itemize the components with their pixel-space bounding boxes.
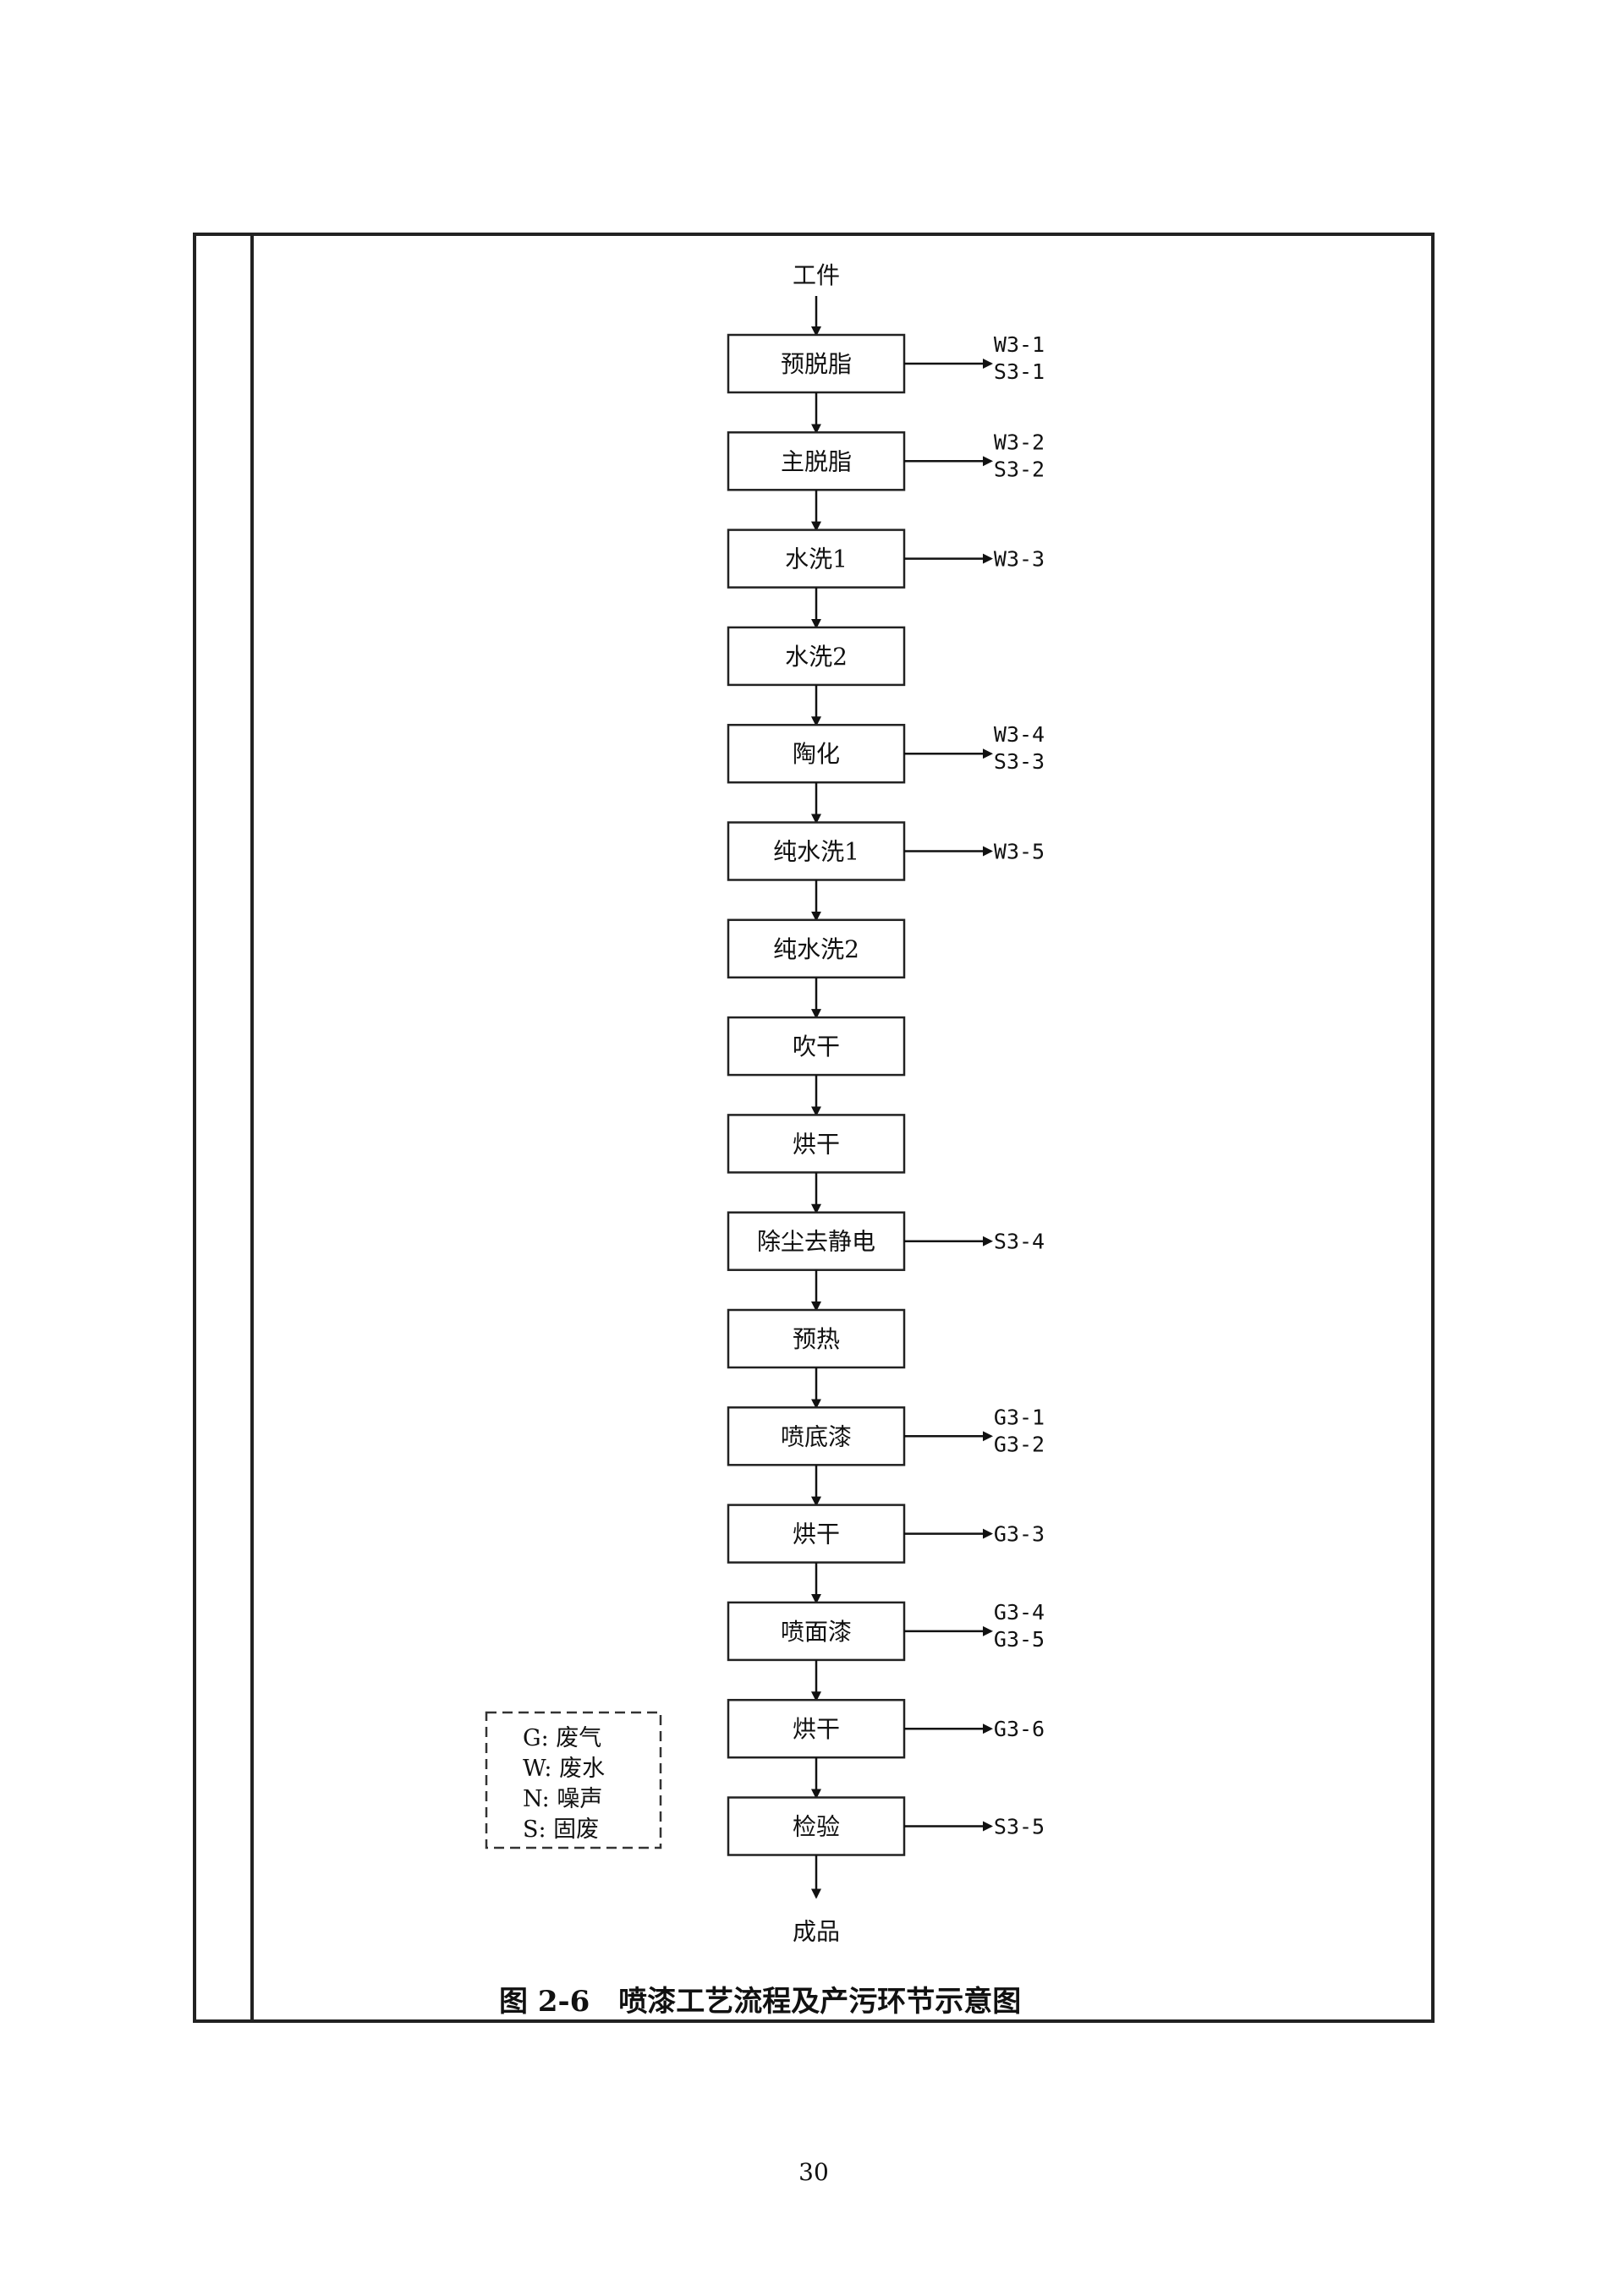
flow-step: 烘干 G3-6 (727, 1698, 1045, 1800)
pollutant-code: S3-3 (994, 749, 1045, 774)
process-step-label: 吹干 (793, 1033, 840, 1060)
figure-caption: 图 2-6 喷漆工艺流程及产污环节示意图 (499, 1985, 1021, 2019)
process-step-box (727, 626, 906, 687)
flow-step: 预脱脂 W3-1S3-1 (727, 332, 1045, 435)
page-number: 30 (798, 2158, 829, 2186)
process-step-label: 主脱脂 (781, 447, 852, 475)
flow-start-label: 工件 (793, 261, 840, 289)
process-step-box (727, 1504, 906, 1564)
legend-item: G: 废气 (523, 1725, 601, 1751)
pollutant-code: S3-5 (994, 1815, 1045, 1839)
pollutant-code: S3-4 (994, 1230, 1045, 1254)
pollutant-code: W3-2 (994, 430, 1045, 454)
flow-step: 喷底漆 G3-1G3-2 (727, 1405, 1045, 1507)
process-step-label: 水洗2 (785, 643, 848, 671)
process-step-label: 陶化 (793, 740, 840, 768)
process-step-label: 预脱脂 (781, 350, 852, 378)
process-step-box (727, 1406, 906, 1466)
flow-step: 检验 S3-5 (727, 1796, 1045, 1856)
process-step-box (727, 1211, 906, 1271)
flow-step: 烘干 (727, 1114, 906, 1214)
table-outer-border (193, 233, 1435, 2023)
flow-step: 喷面漆 G3-4G3-5 (727, 1600, 1045, 1702)
process-step-box (727, 821, 906, 881)
flow-step: 水洗1 W3-3 (727, 529, 1045, 629)
process-step-label: 喷底漆 (781, 1422, 852, 1450)
legend: G: 废气 W: 废水 N: 噪声 S: 固废 (523, 1725, 605, 1843)
flow-step: 纯水洗2 (727, 918, 906, 1020)
process-step-box (727, 723, 906, 784)
flow-step: 吹干 (727, 1016, 906, 1117)
pollutant-code: S3-1 (994, 359, 1045, 384)
pollutant-code: S3-2 (994, 457, 1045, 481)
flow-step: 除尘去静电 S3-4 (727, 1211, 1045, 1312)
flow-step: 纯水洗1 W3-5 (727, 821, 1045, 922)
process-step-label: 喷面漆 (781, 1618, 852, 1646)
pollutant-code: G3-2 (994, 1432, 1045, 1456)
process-step-label: 烘干 (793, 1130, 840, 1158)
flow-step: 预热 (727, 1308, 906, 1410)
flow-step: 烘干 G3-3 (727, 1504, 1045, 1604)
pollutant-code: G3-3 (994, 1522, 1045, 1547)
legend-item: N: 噪声 (523, 1786, 602, 1812)
pollutant-code: W3-5 (994, 840, 1045, 864)
legend-box (485, 1711, 662, 1849)
process-step-label: 除尘去静电 (757, 1228, 875, 1256)
flow-step: 陶化 W3-4S3-3 (727, 722, 1045, 825)
pollutant-code: W3-1 (994, 332, 1045, 357)
flow-step: 主脱脂 W3-2S3-2 (727, 430, 1045, 532)
process-step-box (727, 1698, 906, 1759)
pollutant-code: W3-4 (994, 722, 1045, 747)
legend-item: S: 固废 (523, 1817, 599, 1843)
pollutant-code: G3-4 (994, 1600, 1045, 1625)
pollutant-code: G3-1 (994, 1405, 1045, 1429)
process-step-label: 纯水洗2 (773, 935, 859, 963)
process-step-box (727, 1308, 906, 1369)
process-step-label: 水洗1 (785, 545, 848, 573)
process-step-label: 烘干 (793, 1521, 840, 1548)
process-step-label: 纯水洗1 (773, 838, 859, 866)
process-step-box (727, 1114, 906, 1174)
process-step-label: 烘干 (793, 1715, 840, 1743)
legend-item: W: 废水 (523, 1756, 605, 1782)
flow-step: 水洗2 (727, 626, 906, 727)
process-step-box (727, 1016, 906, 1077)
process-step-box (727, 333, 906, 394)
process-step-box (727, 1796, 906, 1856)
process-step-label: 预热 (793, 1325, 840, 1353)
process-step-label: 检验 (793, 1813, 840, 1841)
flow-end-label: 成品 (793, 1918, 840, 1946)
pollutant-code: G3-6 (994, 1717, 1045, 1741)
pollutant-code: W3-3 (994, 547, 1045, 572)
pollutant-code: G3-5 (994, 1627, 1045, 1652)
